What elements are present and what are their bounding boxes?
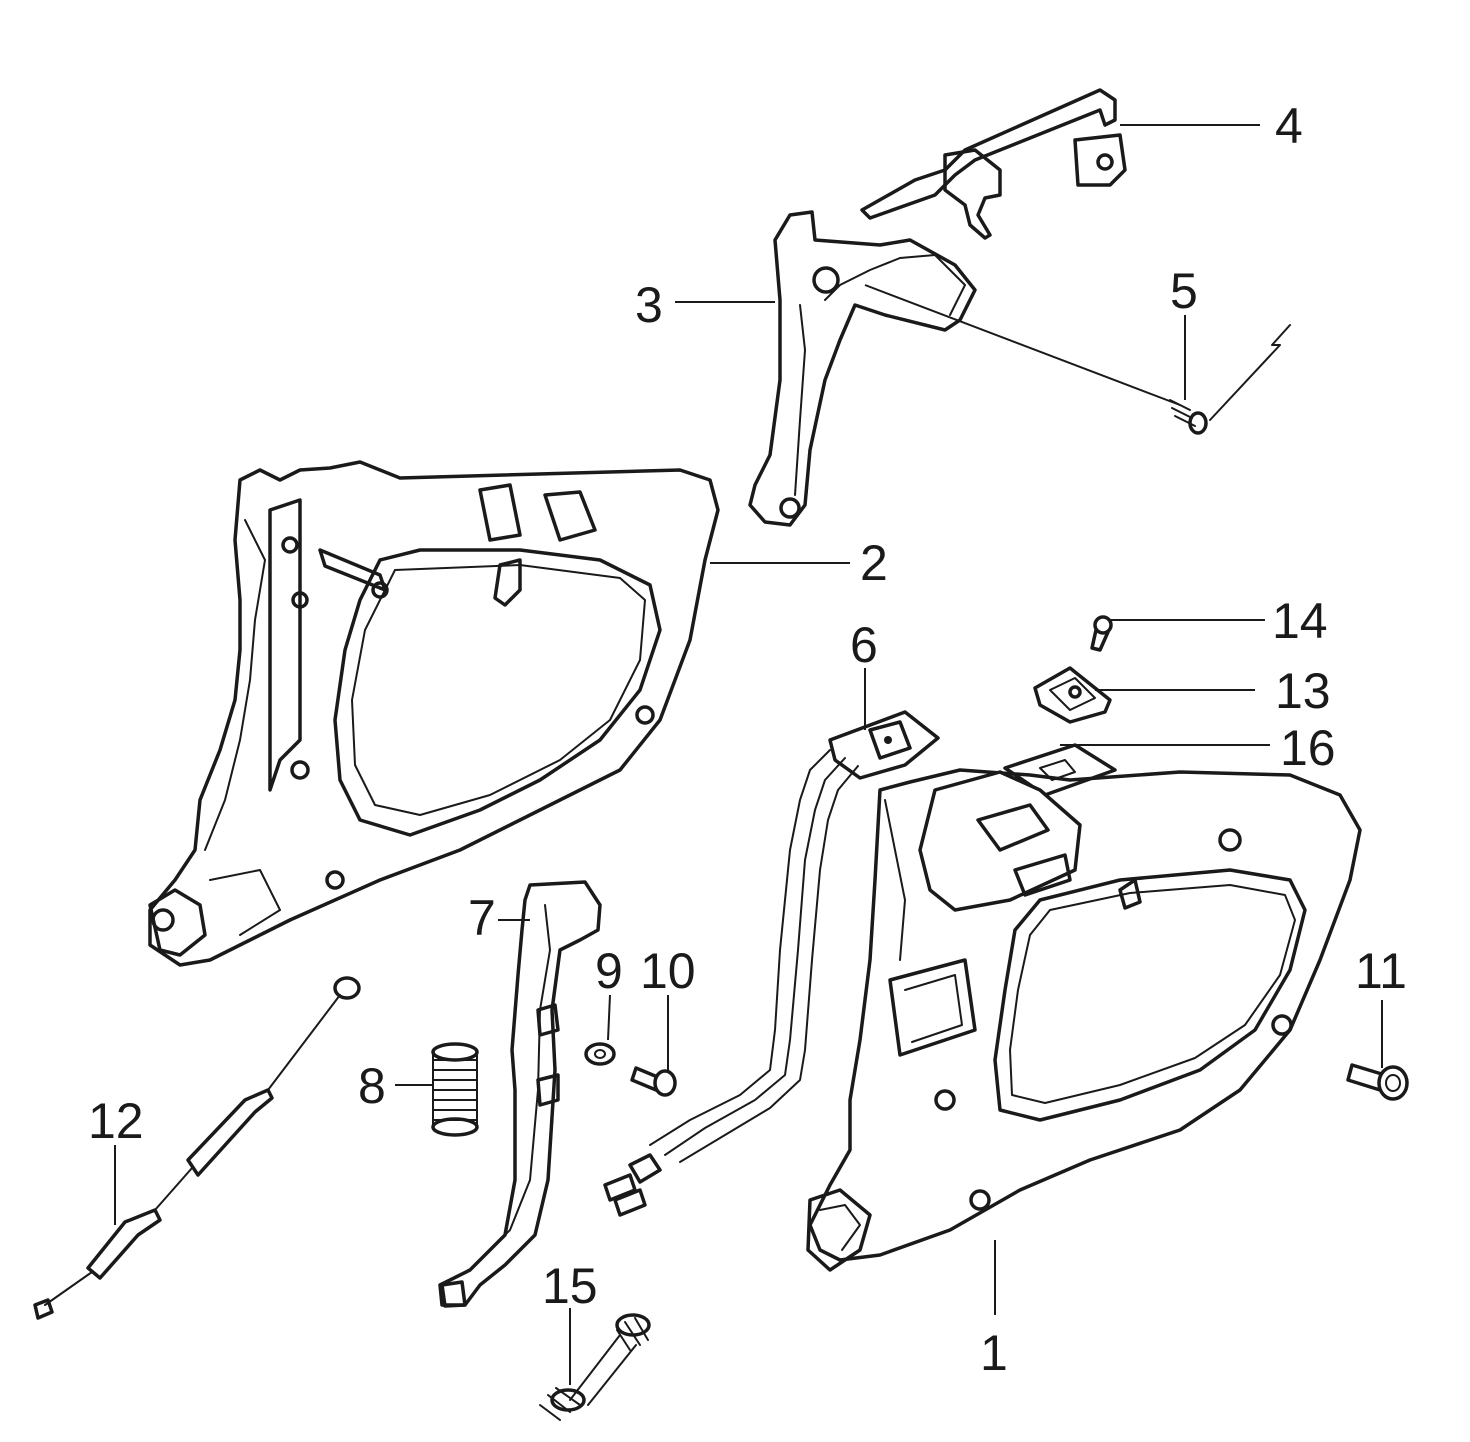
part-5-spring (1169, 324, 1291, 435)
part-14-screw (1090, 615, 1113, 652)
part-1-handle-right-half (806, 768, 1362, 1272)
part-15-springs (539, 1313, 651, 1421)
part-12-throttle-cable (33, 976, 361, 1320)
part-13-clip (1033, 666, 1112, 724)
callout-7: 7 (468, 890, 496, 946)
callout-12: 12 (88, 1093, 144, 1149)
callout-labels: 1 2 3 4 5 6 7 8 9 10 11 12 13 14 15 16 (88, 98, 1407, 1381)
part-7-lockout-lever (438, 880, 602, 1308)
callout-15: 15 (542, 1258, 598, 1314)
part-8-spring (431, 1042, 479, 1137)
callout-16: 16 (1280, 720, 1336, 776)
callout-1: 1 (980, 1325, 1008, 1381)
leader-lines (114, 124, 1383, 1385)
callout-4: 4 (1275, 98, 1303, 154)
callout-3: 3 (635, 277, 663, 333)
part-4-trigger-link (860, 88, 1127, 240)
part-10-screw (630, 1066, 677, 1097)
callout-13: 13 (1275, 663, 1331, 719)
callout-10: 10 (640, 943, 696, 999)
part-2-handle-left-half (148, 460, 720, 967)
callout-9: 9 (595, 943, 623, 999)
part-6-switch-with-cable (603, 710, 940, 1217)
part-3-trigger (748, 210, 977, 527)
part-9-washer (584, 1042, 616, 1066)
callout-2: 2 (860, 535, 888, 591)
part-11-bolt (1346, 1063, 1409, 1101)
callout-8: 8 (358, 1058, 386, 1114)
callout-11: 11 (1355, 943, 1407, 999)
callout-14: 14 (1272, 593, 1328, 649)
callout-5: 5 (1170, 263, 1198, 319)
callout-6: 6 (850, 617, 878, 673)
